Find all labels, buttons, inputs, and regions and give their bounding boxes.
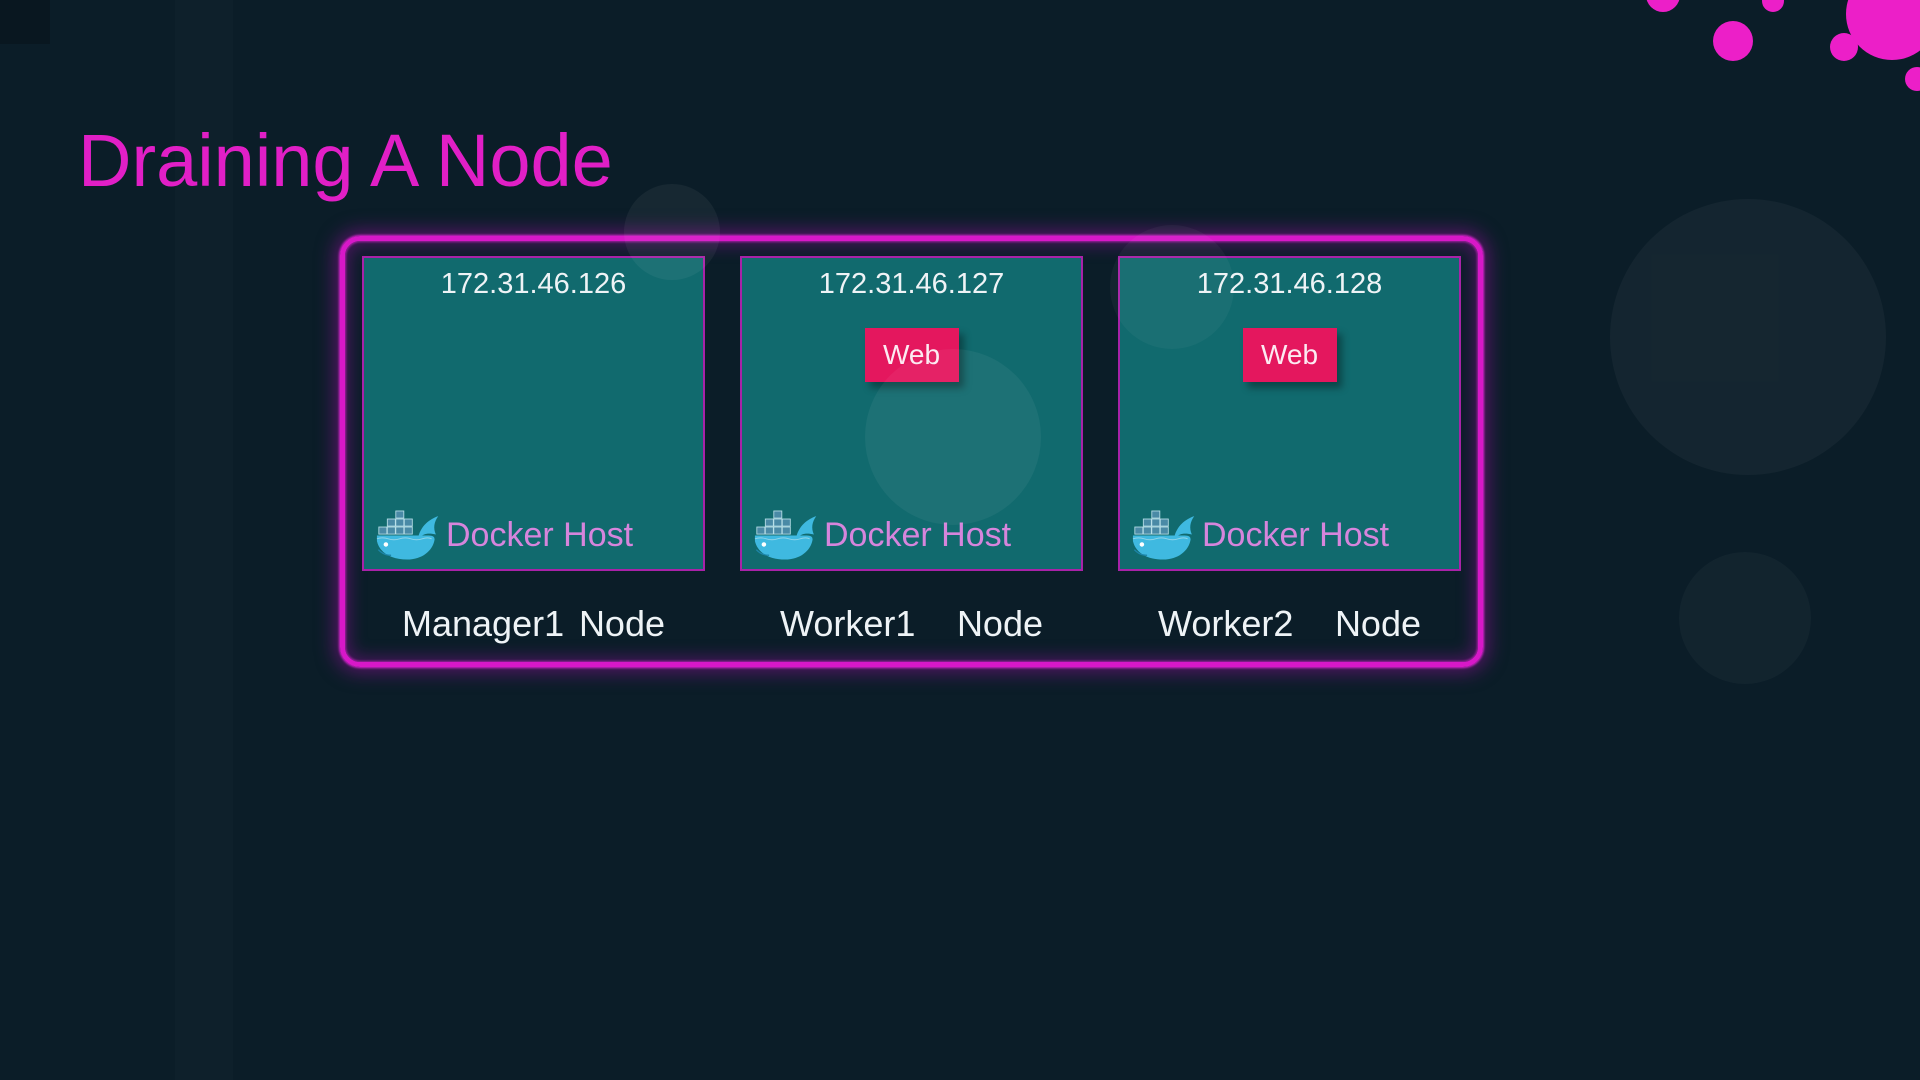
docker-host-box: 172.31.46.127 Web Docker Host: [740, 256, 1083, 571]
docker-host-row: Docker Host: [1132, 510, 1389, 561]
web-service-badge: Web: [864, 328, 959, 382]
corner-shade: [0, 0, 50, 44]
host-label-row: Manager1 Node: [362, 603, 705, 645]
docker-host-label: Docker Host: [446, 516, 634, 554]
docker-host-row: Docker Host: [376, 510, 633, 561]
faint-circle: [1679, 552, 1811, 684]
docker-host-label: Docker Host: [824, 516, 1012, 554]
host-label-row: Worker2 Node: [1118, 603, 1461, 645]
docker-whale-icon: [1132, 510, 1198, 561]
host-ip: 172.31.46.127: [818, 268, 1005, 300]
docker-host-label: Docker Host: [1202, 516, 1390, 554]
host-ip: 172.31.46.126: [440, 268, 627, 300]
magenta-dot: [1762, 0, 1784, 12]
docker-whale-icon: [754, 510, 820, 561]
host-name: Worker2: [1158, 603, 1294, 644]
docker-host-row: Docker Host: [754, 510, 1011, 561]
magenta-dot: [1905, 67, 1920, 91]
docker-whale-icon: [376, 510, 442, 561]
magenta-dot: [1713, 21, 1753, 61]
docker-host-box: 172.31.46.128 Web Docker Host: [1118, 256, 1461, 571]
host-column-manager1: 172.31.46.126 Docker Host Manager1 Node: [362, 256, 705, 662]
node-label: Node: [1334, 603, 1421, 644]
swarm-cluster-frame: 172.31.46.126 Docker Host Manager1 Node …: [340, 236, 1483, 667]
faint-circle: [1610, 199, 1886, 475]
web-service-badge: Web: [1242, 328, 1337, 382]
host-column-worker1: 172.31.46.127 Web Docker Host Worker1 No…: [740, 256, 1083, 662]
host-label-row: Worker1 Node: [740, 603, 1083, 645]
page-title: Draining A Node: [78, 118, 613, 202]
host-name: Manager1: [402, 603, 565, 644]
host-ip: 172.31.46.128: [1196, 268, 1383, 300]
node-label: Node: [956, 603, 1043, 644]
magenta-dot: [1646, 0, 1680, 12]
host-column-worker2: 172.31.46.128 Web Docker Host Worker2 No…: [1118, 256, 1461, 662]
host-name: Worker1: [780, 603, 916, 644]
node-label: Node: [578, 603, 665, 644]
docker-host-box: 172.31.46.126 Docker Host: [362, 256, 705, 571]
